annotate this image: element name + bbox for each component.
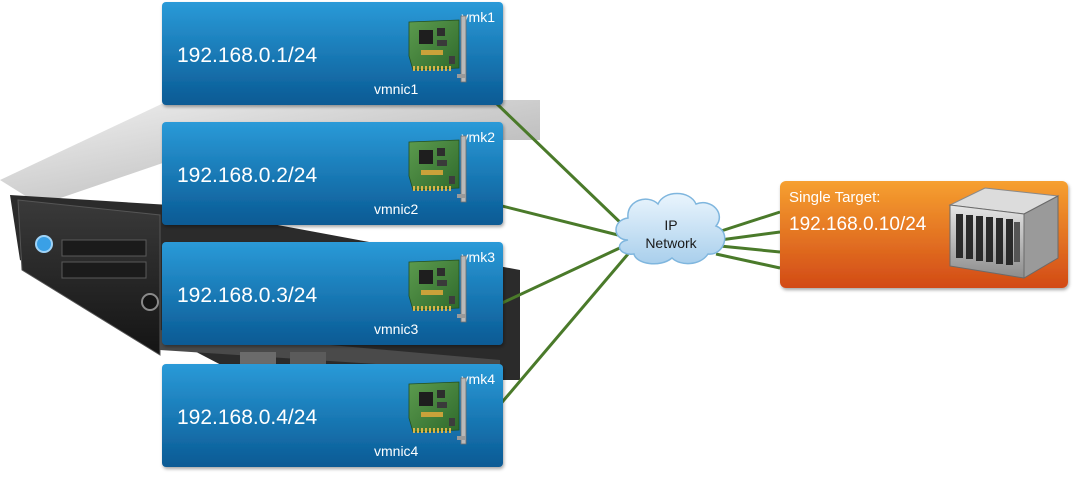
vmnic-label: vmnic4 (374, 443, 419, 459)
ip-network-cloud: IP Network (615, 192, 726, 265)
network-label-line2: Network (645, 235, 697, 251)
vmk-port-box-4: 192.168.0.4/24 vmk4 vmnic4 (162, 364, 503, 467)
port-ip: 192.168.0.1/24 (177, 44, 317, 67)
iscsi-target: Single Target: 192.168.0.10/24 (780, 181, 1068, 288)
network-label-line1: IP (664, 217, 677, 233)
port-ip: 192.168.0.4/24 (177, 406, 317, 429)
vmnic-label: vmnic3 (374, 321, 419, 337)
vmkernel-ports: 192.168.0.1/24 vmk1 vmnic1 192.168.0.2/24 vm… (162, 2, 503, 467)
link-target-1 (717, 210, 781, 234)
target-ip: 192.168.0.10/24 (789, 214, 927, 235)
port-ip: 192.168.0.3/24 (177, 284, 317, 307)
port-ip: 192.168.0.2/24 (177, 164, 317, 187)
link-target-3 (719, 244, 781, 254)
vmk-port-box-2: 192.168.0.2/24 vmk2 vmnic2 (162, 122, 503, 225)
vmk-label: vmk4 (462, 371, 496, 387)
storage-array-icon (948, 187, 1060, 279)
vmk-label: vmk1 (462, 9, 496, 25)
vmk-label: vmk3 (462, 249, 496, 265)
vmk-port-box-1: 192.168.0.1/24 vmk1 vmnic1 (162, 2, 503, 105)
vmnic-label: vmnic2 (374, 201, 419, 217)
link-target-2 (719, 230, 781, 242)
link-target-4 (715, 252, 781, 270)
vmnic-label: vmnic1 (374, 81, 419, 97)
vmk-port-box-3: 192.168.0.3/24 vmk3 vmnic3 (162, 242, 503, 345)
vmk-label: vmk2 (462, 129, 496, 145)
power-led-icon (35, 235, 53, 253)
target-label: Single Target: (789, 189, 880, 206)
